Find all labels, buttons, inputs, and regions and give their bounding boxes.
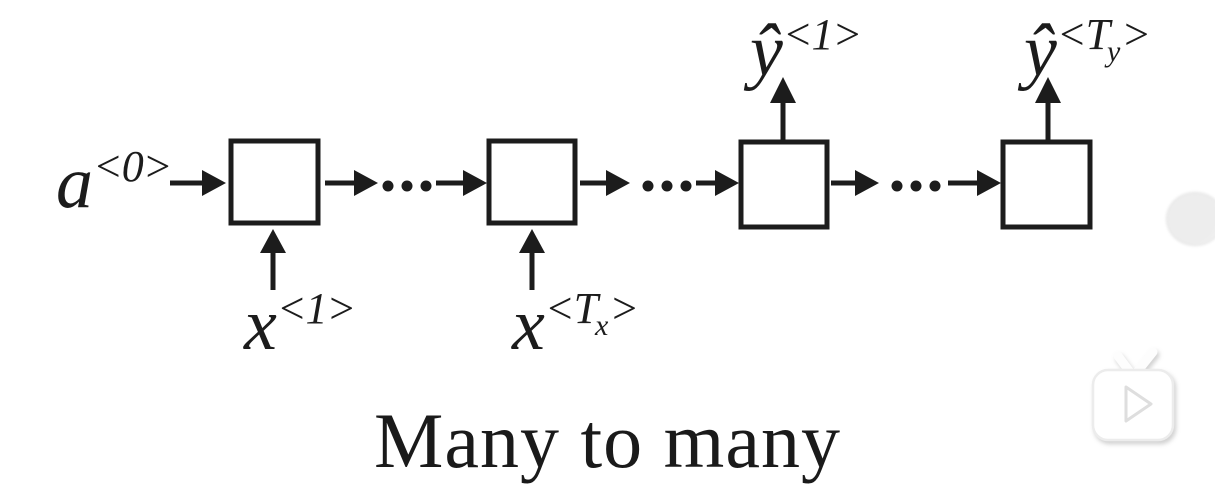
arrowhead-into-cell4 [977,170,1001,196]
label-y1-sup: <1> [782,10,862,59]
label-xTx-sup-open: < [544,284,575,333]
label-a0-sup: <0> [93,142,172,191]
arrowhead-into-cell3 [715,170,739,196]
label-xTx-sup-sub: x [595,309,608,342]
partial-circle-button[interactable] [1166,192,1215,246]
label-x1-base: x [244,284,277,366]
arrowhead-into-cell2 [463,170,487,196]
label-initial-activation: a<0> [56,145,172,221]
arrowhead-a0 [202,170,226,196]
ellipsis-dots-2 [642,180,692,192]
label-yTy-base: ŷ [1024,10,1057,92]
play-triangle-icon [1124,385,1153,423]
ellipsis-dots-1 [382,180,432,192]
rnn-cell-2 [486,138,578,226]
label-output-y1: ŷ<1> [750,13,862,89]
label-x1-sup: <1> [276,284,356,333]
label-yTy-sup-sub: y [1107,35,1120,68]
arrowhead-cell2-out [606,170,630,196]
diagram-caption: Many to many [374,397,841,484]
label-yTy-sup-T: T [1085,10,1111,59]
tv-play-icon[interactable] [1090,344,1182,448]
arrowhead-yTy [1035,77,1061,103]
arrowhead-cell3-out [855,170,879,196]
label-xTx-sup-T: T [573,284,599,333]
arrowhead-x1 [260,229,286,253]
label-y1-base: ŷ [750,10,783,92]
rnn-cell-3 [738,139,830,230]
label-yTy-sup-close: > [1121,10,1151,59]
label-input-x1: x<1> [244,287,356,363]
label-yTy-sup-open: < [1056,10,1087,59]
arrowhead-xTx [519,229,545,253]
rnn-cell-4 [1000,139,1093,230]
label-a0-base: a [56,142,93,224]
label-input-xTx: x<Tx> [512,287,639,363]
tv-antenna-right-icon [1132,347,1158,377]
rnn-cell-1 [228,138,321,226]
arrowhead-cell1-out [354,170,378,196]
label-xTx-sup-close: > [609,284,639,333]
label-xTx-base: x [512,284,545,366]
arrowhead-y1 [770,77,796,103]
label-output-yTy: ŷ<Ty> [1024,13,1151,89]
ellipsis-dots-3 [891,180,941,192]
